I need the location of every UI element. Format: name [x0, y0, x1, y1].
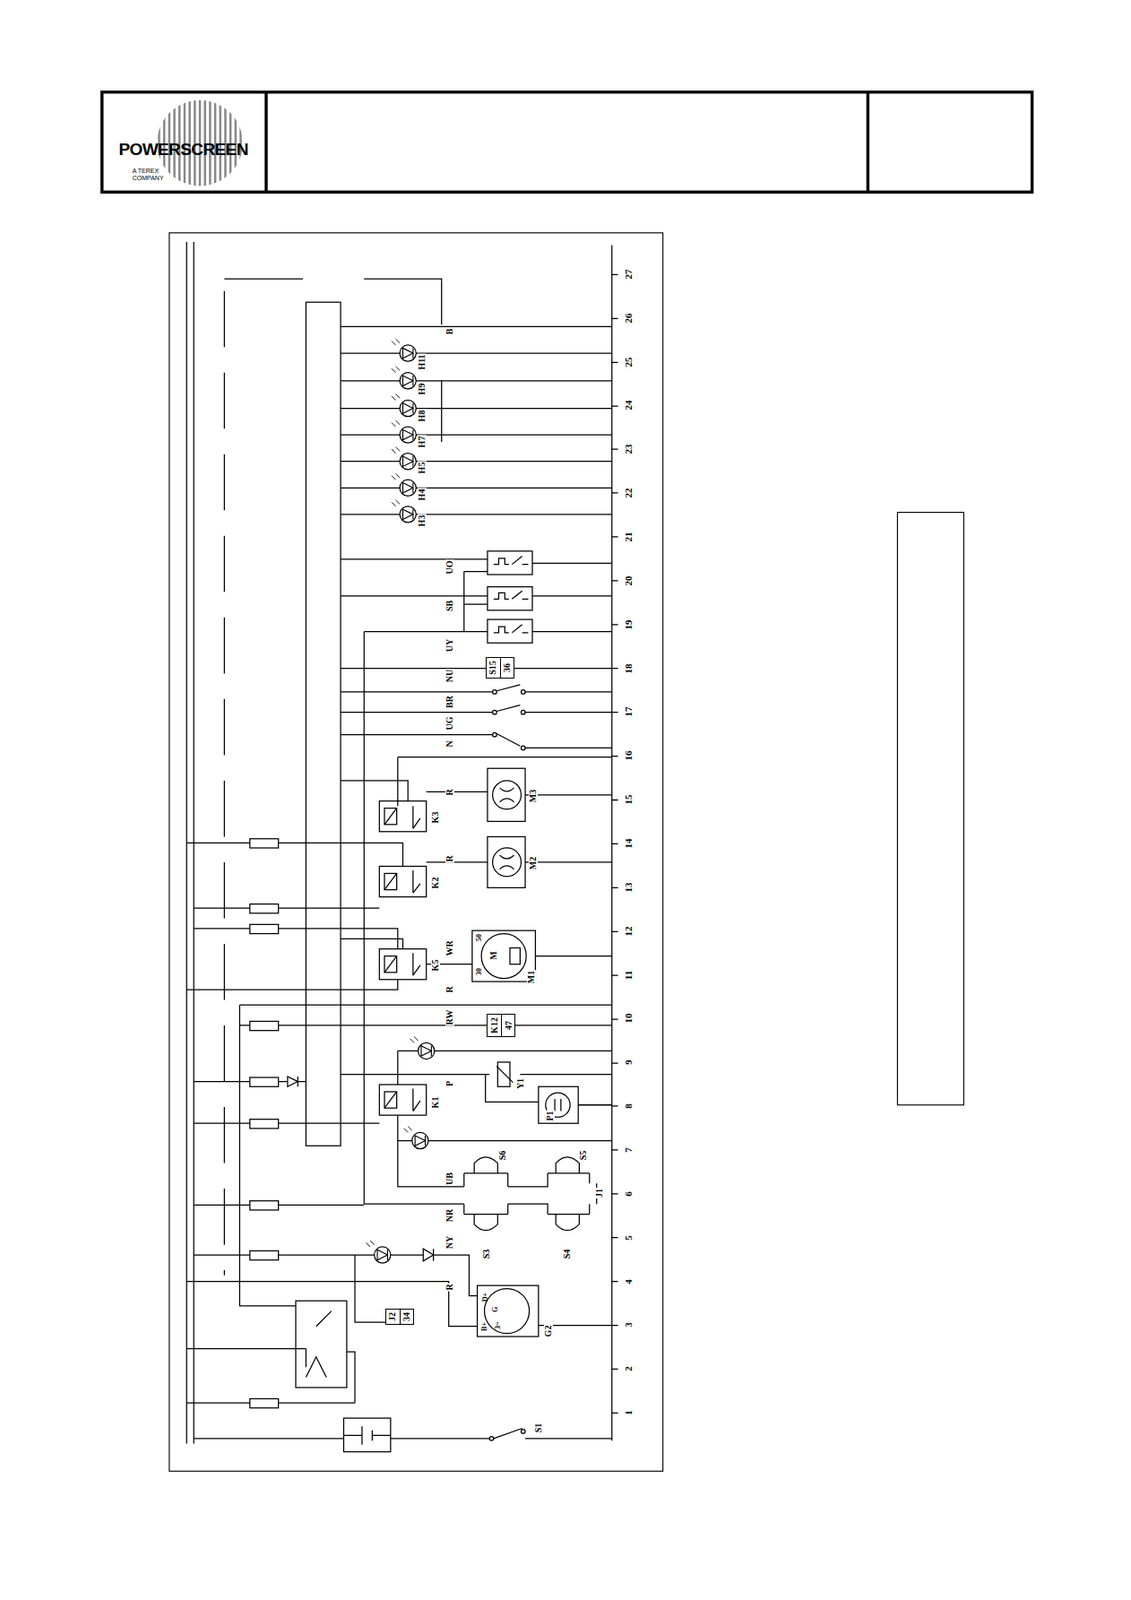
- switch-label: S3: [482, 1247, 492, 1260]
- relay-label: K2: [431, 876, 441, 890]
- switch-label: S5: [578, 1149, 588, 1162]
- terminal-label: 3~: [494, 1320, 502, 1330]
- terminal-text: 47: [504, 1020, 514, 1030]
- wire-code: NY: [445, 1234, 455, 1250]
- component-label: P1: [545, 1109, 555, 1122]
- lamp-label: H7: [417, 434, 427, 449]
- lamp-label: H11: [417, 353, 427, 371]
- column-number: 25: [622, 355, 633, 368]
- motor-label: M1: [526, 969, 536, 985]
- wire-code: NU: [445, 668, 455, 683]
- column-number: 4: [622, 1277, 633, 1286]
- column-number: 1: [622, 1408, 633, 1416]
- relay-label: K3: [431, 810, 441, 824]
- column-number: 16: [622, 750, 633, 762]
- wire-code: NR: [445, 1208, 455, 1223]
- motor-label: M3: [528, 787, 538, 803]
- component-label: J1: [595, 1187, 605, 1199]
- column-number: 19: [622, 618, 633, 631]
- logo-cell: POWERSCREEN A TEREX COMPANY: [102, 91, 267, 192]
- lamp-label: H8: [417, 409, 427, 424]
- lamp-label: H4: [417, 488, 427, 502]
- wire-code: UY: [445, 638, 455, 653]
- wire-code: SB: [445, 599, 455, 613]
- motor-label: M2: [528, 854, 538, 870]
- wire-code: B: [445, 327, 455, 336]
- column-number: 27: [622, 267, 633, 280]
- terminal-box: S15 36: [485, 656, 515, 679]
- column-number: 5: [622, 1234, 633, 1242]
- lamp-label: H3: [417, 514, 427, 528]
- column-number: 21: [622, 531, 633, 544]
- terminal-label: D+: [482, 1291, 490, 1303]
- wire-code: WR: [445, 940, 455, 958]
- relay-label: K1: [431, 1096, 441, 1110]
- alternator-symbol-letter: G: [492, 1305, 500, 1313]
- wire-code: UB: [445, 1172, 455, 1187]
- column-number: 10: [622, 1012, 633, 1025]
- wire-code: BR: [445, 694, 455, 709]
- column-number: 8: [622, 1102, 633, 1110]
- wire-code: R: [445, 788, 455, 797]
- relay-label: K5: [431, 958, 441, 972]
- wire-code: R: [445, 854, 455, 864]
- column-number: 22: [622, 487, 633, 500]
- wire-code: UO: [445, 559, 455, 575]
- terminal-label: 30: [475, 966, 484, 976]
- wire-code: RW: [445, 1008, 455, 1026]
- column-number: 11: [622, 968, 633, 980]
- column-number: 24: [622, 399, 633, 412]
- switch-label: S1: [534, 1422, 544, 1434]
- wire-code: P: [445, 1079, 455, 1087]
- wire-code: N: [445, 739, 455, 748]
- column-number: 14: [622, 837, 633, 849]
- column-number: 23: [622, 443, 633, 456]
- terminal-box: K12 47: [486, 1013, 516, 1037]
- motor-symbol-letter: M: [489, 950, 499, 961]
- column-number: 13: [622, 880, 633, 893]
- column-number: 7: [622, 1146, 633, 1154]
- lamp-label: H5: [417, 461, 427, 475]
- terminal-label: B+: [481, 1321, 489, 1333]
- column-number: 15: [622, 794, 633, 806]
- column-number: 17: [622, 706, 633, 718]
- wire-code: R: [445, 984, 455, 993]
- logo-wordmark: POWERSCREEN: [118, 140, 248, 158]
- column-number: 26: [622, 311, 633, 324]
- logo-tagline: A TEREX COMPANY: [132, 167, 169, 182]
- terminal-text: 34: [402, 1312, 412, 1321]
- terminal-text: S15: [488, 660, 498, 675]
- lamp-label: H9: [417, 381, 427, 396]
- component-label: Y1: [516, 1076, 526, 1089]
- column-number: 18: [622, 662, 633, 674]
- switch-label: S6: [498, 1149, 508, 1162]
- terminal-label: 50: [475, 932, 484, 942]
- terminal-text: K12: [490, 1017, 500, 1034]
- column-number: 3: [622, 1321, 633, 1330]
- terminal-box: J2 34: [385, 1308, 415, 1325]
- terminal-text: J2: [388, 1312, 398, 1321]
- column-number: 20: [622, 574, 633, 587]
- terminal-text: 36: [502, 663, 512, 673]
- switch-label: S4: [562, 1247, 572, 1260]
- column-number: 2: [622, 1364, 633, 1373]
- component-label: G2: [543, 1324, 553, 1339]
- column-number: 6: [622, 1190, 633, 1198]
- wire-code: UG: [445, 715, 455, 731]
- column-number: 12: [622, 924, 633, 937]
- wire-code: R: [445, 1282, 455, 1291]
- column-number: 9: [622, 1059, 633, 1067]
